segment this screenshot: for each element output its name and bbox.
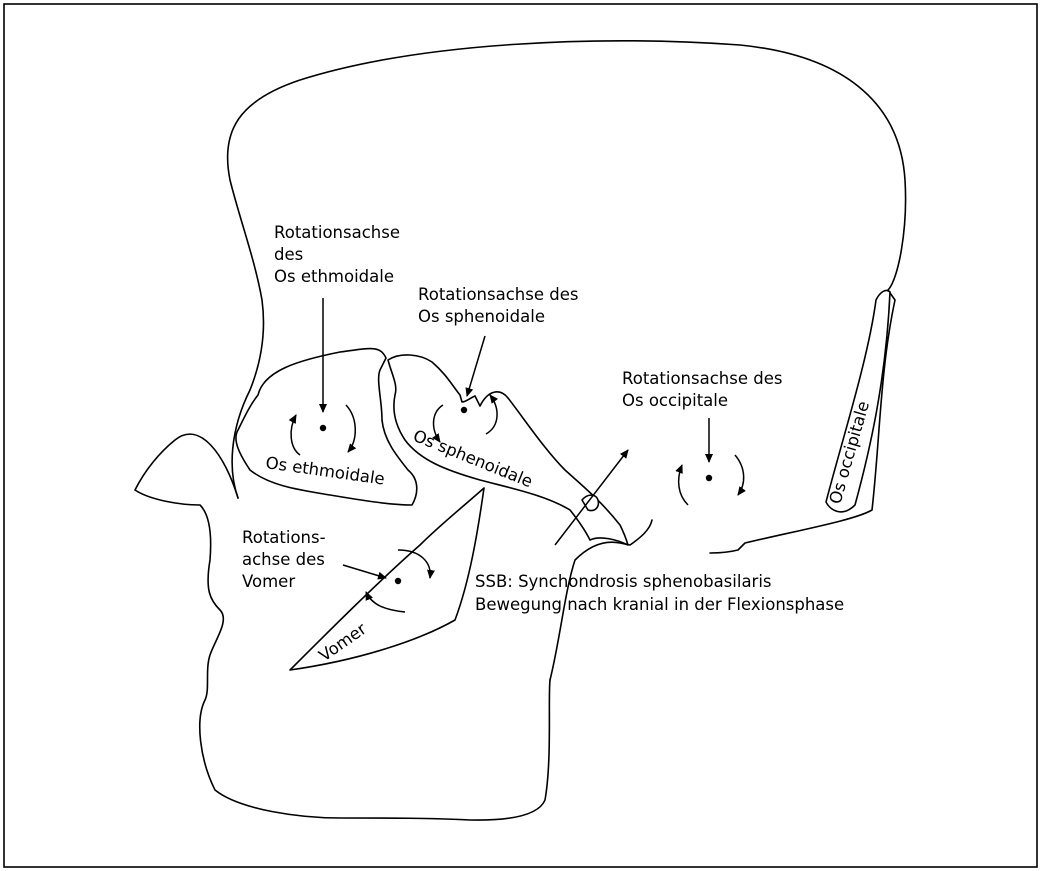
occipital-rotation-left [679, 465, 688, 505]
os-sphenoidale-shape [388, 355, 628, 545]
vomer-axis-point [395, 578, 401, 584]
os-ethmoidale-shape [236, 349, 417, 505]
ethmoid-axis-point [320, 425, 326, 431]
occipital-rotation-right [735, 455, 744, 495]
sphenoid-axis-point [461, 407, 467, 413]
ssb-label: SSB: Synchondrosis sphenobasilaris Beweg… [475, 572, 844, 614]
occipital-axis-point [706, 475, 712, 481]
vomer-axis-arrow [343, 565, 386, 578]
occipital-axis-label: Rotationsachse des Os occipitale [622, 369, 788, 410]
vomer-axis-label: Rotations- achse des Vomer [242, 528, 331, 591]
vomer-shape [290, 488, 484, 670]
ethmoid-axis-label: Rotationsachse des Os ethmoidale [274, 223, 405, 286]
sphenoid-axis-label: Rotationsachse des Os sphenoidale [418, 285, 584, 326]
sphenoid-axis-arrow [467, 336, 485, 396]
